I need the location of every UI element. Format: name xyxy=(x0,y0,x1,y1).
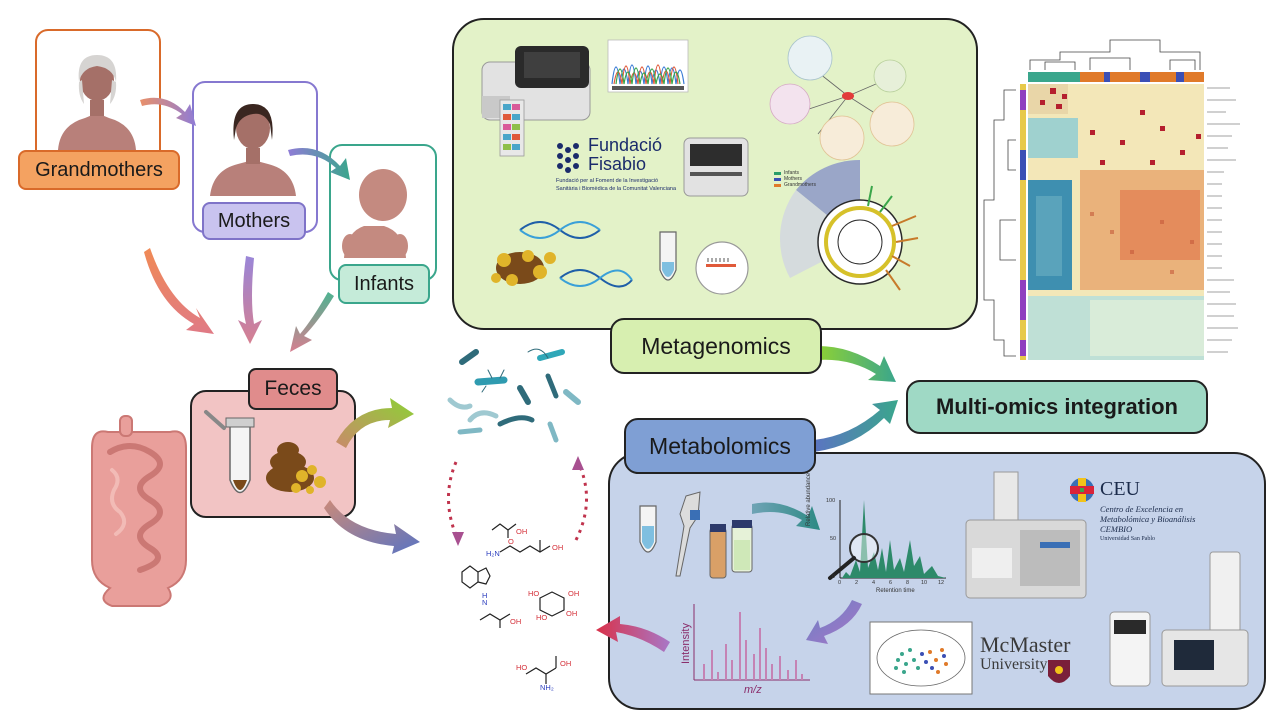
svg-text:OH: OH xyxy=(552,543,563,552)
fisabio-logo xyxy=(557,143,579,173)
svg-text:HO: HO xyxy=(516,663,527,672)
lcms-instrument xyxy=(965,471,1087,599)
feces-panel xyxy=(190,390,356,518)
sanger-trace xyxy=(607,39,689,93)
chromatogram-xtick-2: 4 xyxy=(872,580,876,586)
multi-omics-integration-label: Multi-omics integration xyxy=(906,380,1208,434)
chromatogram-ytick-0: 0 xyxy=(832,574,836,580)
heatmap xyxy=(983,39,1240,360)
svg-text:H: H xyxy=(482,591,487,600)
sequencer-2 xyxy=(683,137,749,197)
grandmother-figure xyxy=(58,55,136,150)
infants-label: Infants xyxy=(338,264,430,304)
library-prep xyxy=(659,231,749,295)
sample-prep-illustration xyxy=(639,491,753,579)
svg-text:HO: HO xyxy=(528,589,539,598)
ceu-line-3: CEMBIO xyxy=(1100,524,1133,534)
ceu-line-2: Metabolómica y Bioanálisis xyxy=(1100,514,1196,524)
mcmaster-crest xyxy=(1048,660,1070,683)
metabolomics-label: Metabolomics xyxy=(624,418,816,474)
ceu-line-1: Centro de Excelencia en xyxy=(1100,504,1183,514)
network-diagram xyxy=(769,35,915,161)
chromatogram-ytick-2: 100 xyxy=(826,498,836,504)
ms-instrument-2 xyxy=(1109,551,1249,687)
svg-text:OH: OH xyxy=(566,609,577,618)
infant-figure xyxy=(342,169,408,258)
svg-text:OH: OH xyxy=(510,617,521,626)
metagenomics-label: Metagenomics xyxy=(610,318,822,374)
stool-sample xyxy=(266,442,326,494)
chromatogram-xtick-1: 2 xyxy=(855,580,859,586)
tree-legend-mothers: Mothers xyxy=(784,176,803,182)
bacteria-cluster xyxy=(447,348,581,443)
dna-illustration xyxy=(519,221,633,288)
ms-ylabel: Intensity xyxy=(680,623,692,664)
sample-tube xyxy=(204,410,255,494)
svg-text:HO: HO xyxy=(536,613,547,622)
ceu-name: CEU xyxy=(1100,478,1140,500)
chromatogram-xlabel: Retention time xyxy=(876,588,915,594)
tree-legend-infants: Infants xyxy=(784,170,800,176)
phylogenetic-tree xyxy=(779,159,919,291)
pca-scatter xyxy=(869,621,973,695)
svg-text:NH₂: NH₂ xyxy=(540,683,554,692)
fisabio-subtitle-1: Fundació per al Foment de la Investigaci… xyxy=(556,178,659,184)
ceu-logo xyxy=(1070,478,1094,502)
mothers-label: Mothers xyxy=(202,202,306,240)
ms-xlabel: m/z xyxy=(744,684,762,696)
intestine-illustration xyxy=(91,415,187,607)
metabolite-structures xyxy=(461,523,565,684)
chromatogram-xtick-5: 10 xyxy=(921,580,928,586)
grandmothers-label: Grandmothers xyxy=(18,150,180,190)
svg-text:OH: OH xyxy=(516,527,527,536)
mcmaster-name: McMaster xyxy=(980,632,1071,657)
mass-spectrum xyxy=(693,604,810,681)
svg-text:O: O xyxy=(508,537,514,546)
mcmaster-university: University xyxy=(980,656,1048,673)
chromatogram xyxy=(828,500,946,580)
chromatogram-xtick-3: 6 xyxy=(889,580,893,586)
mother-figure xyxy=(210,104,296,196)
fisabio-subtitle-2: Sanitària i Biomèdica de la Comunitat Va… xyxy=(556,186,677,192)
sequencer-illustration xyxy=(481,46,591,157)
tree-legend xyxy=(774,172,781,187)
feces-label: Feces xyxy=(248,368,338,410)
chromatogram-xtick-6: 12 xyxy=(938,580,945,586)
chromatogram-xtick-0: 0 xyxy=(838,580,842,586)
svg-text:OH: OH xyxy=(560,659,571,668)
chromatogram-xtick-4: 8 xyxy=(906,580,910,586)
svg-text:OH: OH xyxy=(568,589,579,598)
svg-text:H₂N: H₂N xyxy=(486,549,500,558)
microbe-blob xyxy=(491,250,556,286)
tree-legend-grandmothers: Grandmothers xyxy=(784,182,816,188)
svg-text:N: N xyxy=(482,598,487,607)
fisabio-name: Fundació Fisabio xyxy=(588,135,663,174)
chromatogram-ylabel: Relative abundance xyxy=(806,472,812,526)
ceu-line-4: Universidad San Pablo xyxy=(1100,536,1155,542)
chromatogram-ytick-1: 50 xyxy=(830,536,837,542)
